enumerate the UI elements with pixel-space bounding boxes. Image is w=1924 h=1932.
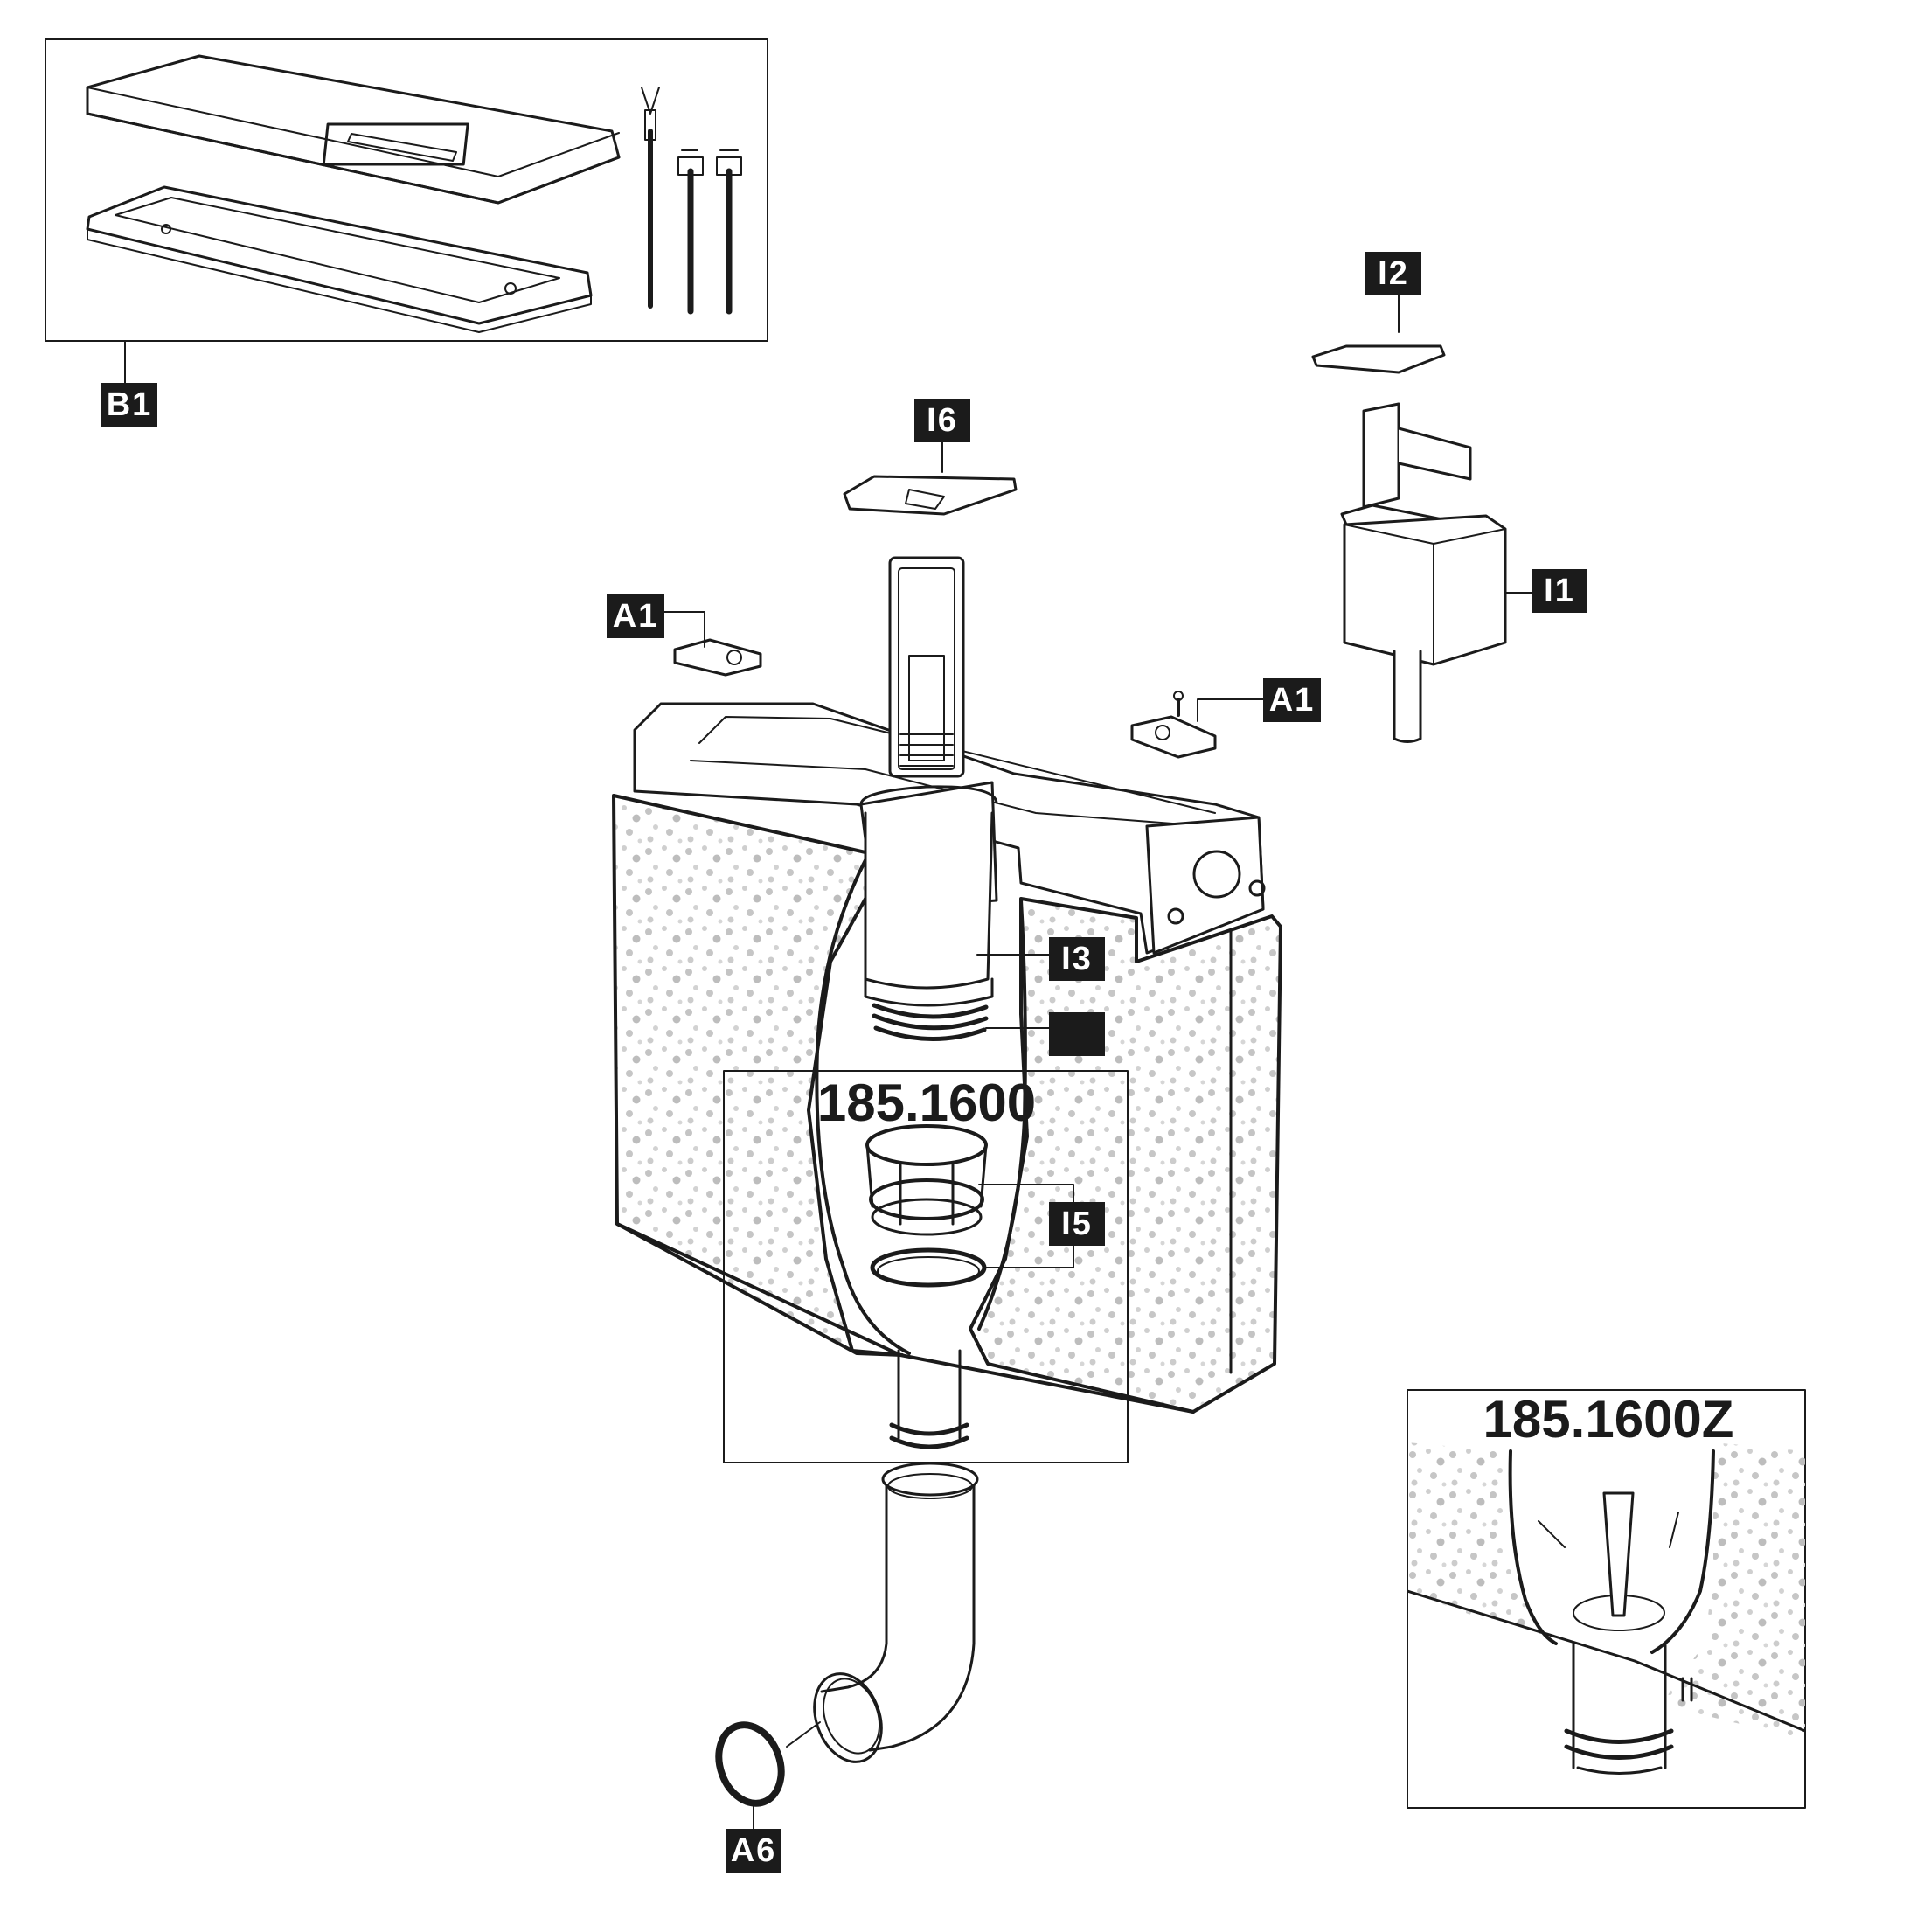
valve-bracket xyxy=(843,441,1018,516)
part-label-a6: A6 xyxy=(726,1829,781,1873)
part-label-i6: I6 xyxy=(914,399,970,442)
inset-185-1600z xyxy=(1407,1389,1806,1809)
inset-185-1600 xyxy=(723,1070,1129,1463)
part-label-b1: B1 xyxy=(101,383,157,427)
part-label-i5: I5 xyxy=(1049,1202,1105,1246)
flush-valve xyxy=(859,556,998,1041)
fill-valve xyxy=(1311,295,1532,743)
part-label-i3: I3 xyxy=(1049,937,1105,981)
flush-plate-kit xyxy=(45,38,768,384)
part-label-i2: I2 xyxy=(1365,252,1421,295)
mounting-clip-right xyxy=(1130,691,1264,759)
part-label-i1: I1 xyxy=(1532,569,1587,613)
mounting-clip-left xyxy=(663,611,762,677)
leader-lines xyxy=(976,954,1050,1029)
bend-pipe xyxy=(715,1462,979,1830)
inset-code-185-1600: 185.1600 xyxy=(816,1074,1037,1132)
part-label-a1-left: A1 xyxy=(607,594,664,638)
part-label-i4-blank xyxy=(1049,1012,1105,1056)
inset-code-185-1600z: 185.1600Z xyxy=(1483,1390,1734,1449)
part-label-a1-right: A1 xyxy=(1263,678,1321,722)
